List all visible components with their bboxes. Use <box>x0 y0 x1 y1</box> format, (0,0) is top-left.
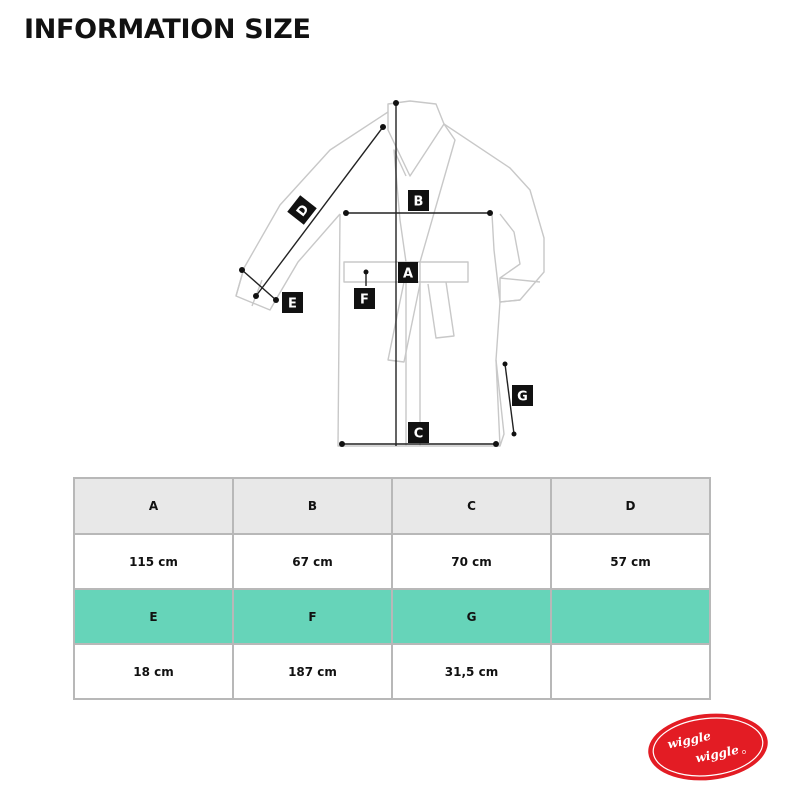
table-cell: 115 cm <box>73 533 234 590</box>
robe-right-cuff <box>499 277 541 303</box>
table-cell: 57 cm <box>550 533 711 590</box>
robe-hem-side <box>495 359 505 447</box>
robe-front-edge <box>405 262 421 446</box>
table-cell: A <box>73 477 234 535</box>
label-a: A <box>398 262 418 283</box>
robe-lapel-left <box>393 149 407 263</box>
label-c: C <box>408 422 429 443</box>
table-cell: F <box>232 588 393 645</box>
label-e-text: E <box>288 297 297 312</box>
label-a-text: A <box>403 267 413 282</box>
table-cell: 67 cm <box>232 533 393 590</box>
measure-line-e <box>241 269 277 301</box>
label-b-text: B <box>414 195 424 210</box>
label-c-text: C <box>414 427 424 442</box>
table-cell <box>550 588 711 645</box>
measure-dots <box>239 100 517 447</box>
table-cell: 18 cm <box>73 643 234 700</box>
table-cell: C <box>391 477 552 535</box>
table-cell: B <box>232 477 393 535</box>
label-f: F <box>354 288 375 309</box>
page-title: INFORMATION SIZE <box>24 14 311 45</box>
table-cell <box>550 643 711 700</box>
wiggle-wiggle-logo: wiggle wiggle <box>648 713 768 781</box>
robe-outline <box>235 100 545 447</box>
robe-body <box>337 213 501 447</box>
table-cell: D <box>550 477 711 535</box>
robe-belt <box>343 261 469 283</box>
label-d: D <box>287 195 317 225</box>
label-b: B <box>408 190 429 211</box>
measure-lines <box>241 103 515 446</box>
measure-line-g <box>504 363 515 435</box>
label-f-text: F <box>360 293 369 308</box>
table-cell: E <box>73 588 234 645</box>
robe-diagram: A B C D E F G <box>235 100 545 447</box>
table-cell: 70 cm <box>391 533 552 590</box>
label-g-text: G <box>517 390 528 405</box>
table-cell: 187 cm <box>232 643 393 700</box>
table-cell: 31,5 cm <box>391 643 552 700</box>
robe-belt-tie-left <box>387 281 421 363</box>
robe-left-cuff <box>235 267 263 307</box>
table-cell: G <box>391 588 552 645</box>
label-e: E <box>282 292 303 313</box>
robe-belt-tie-right <box>427 281 455 339</box>
measure-line-d <box>255 126 384 297</box>
label-g: G <box>512 385 533 406</box>
